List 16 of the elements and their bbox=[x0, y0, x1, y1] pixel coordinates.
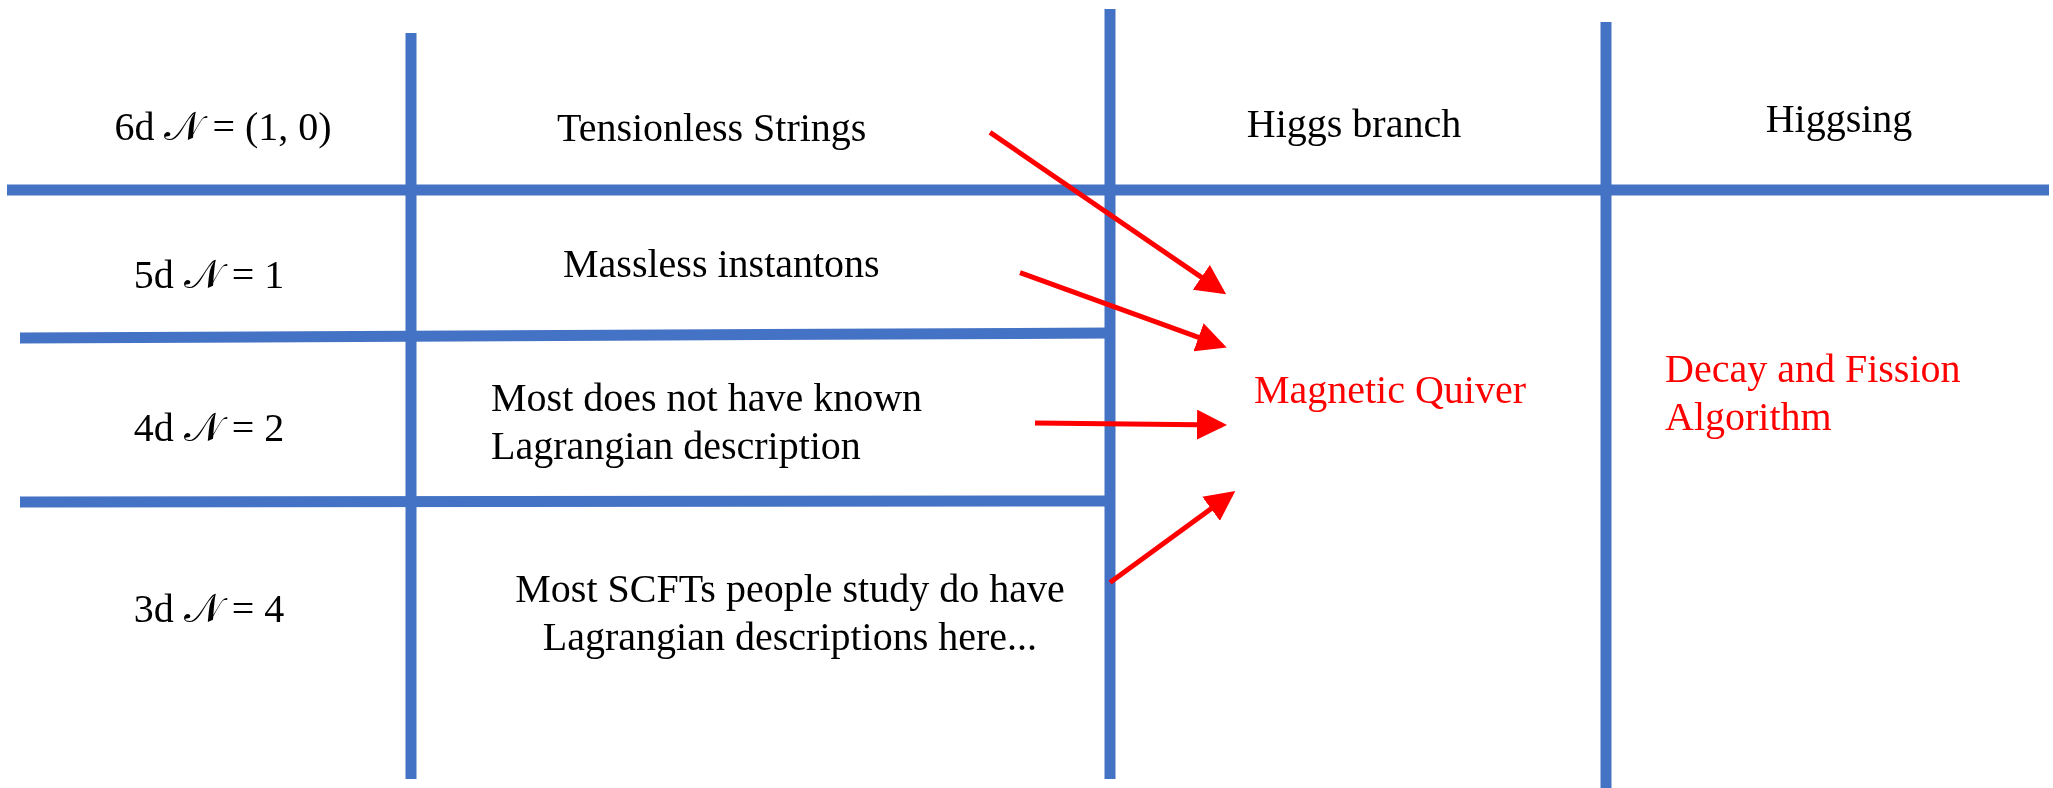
node-text: Most SCFTs people study do have Lagrangian descriptions here... bbox=[470, 555, 1110, 670]
row-header: 5d 𝒩 = 1 bbox=[133, 251, 285, 299]
arrow bbox=[988, 130, 1227, 295]
node-text: Magnetic Quiver bbox=[1222, 286, 1558, 494]
node-text: Most does not have known Lagrangian description bbox=[470, 372, 1035, 472]
column-header: Higgs branch bbox=[1246, 100, 1462, 148]
node-text: Massless instantons bbox=[545, 236, 1020, 292]
arrow bbox=[1108, 491, 1236, 585]
arrow bbox=[1019, 270, 1227, 352]
row-header: 6d 𝒩 = (1, 0) bbox=[114, 103, 332, 151]
row-header: 3d 𝒩 = 4 bbox=[133, 585, 285, 633]
node-text: Tensionless Strings bbox=[540, 100, 990, 156]
row-header: 4d 𝒩 = 2 bbox=[133, 404, 285, 452]
table-text: Decay and Fission Algorithm bbox=[1665, 345, 1962, 441]
column-header: Higgsing bbox=[1765, 95, 1913, 143]
arrow bbox=[1034, 409, 1227, 440]
